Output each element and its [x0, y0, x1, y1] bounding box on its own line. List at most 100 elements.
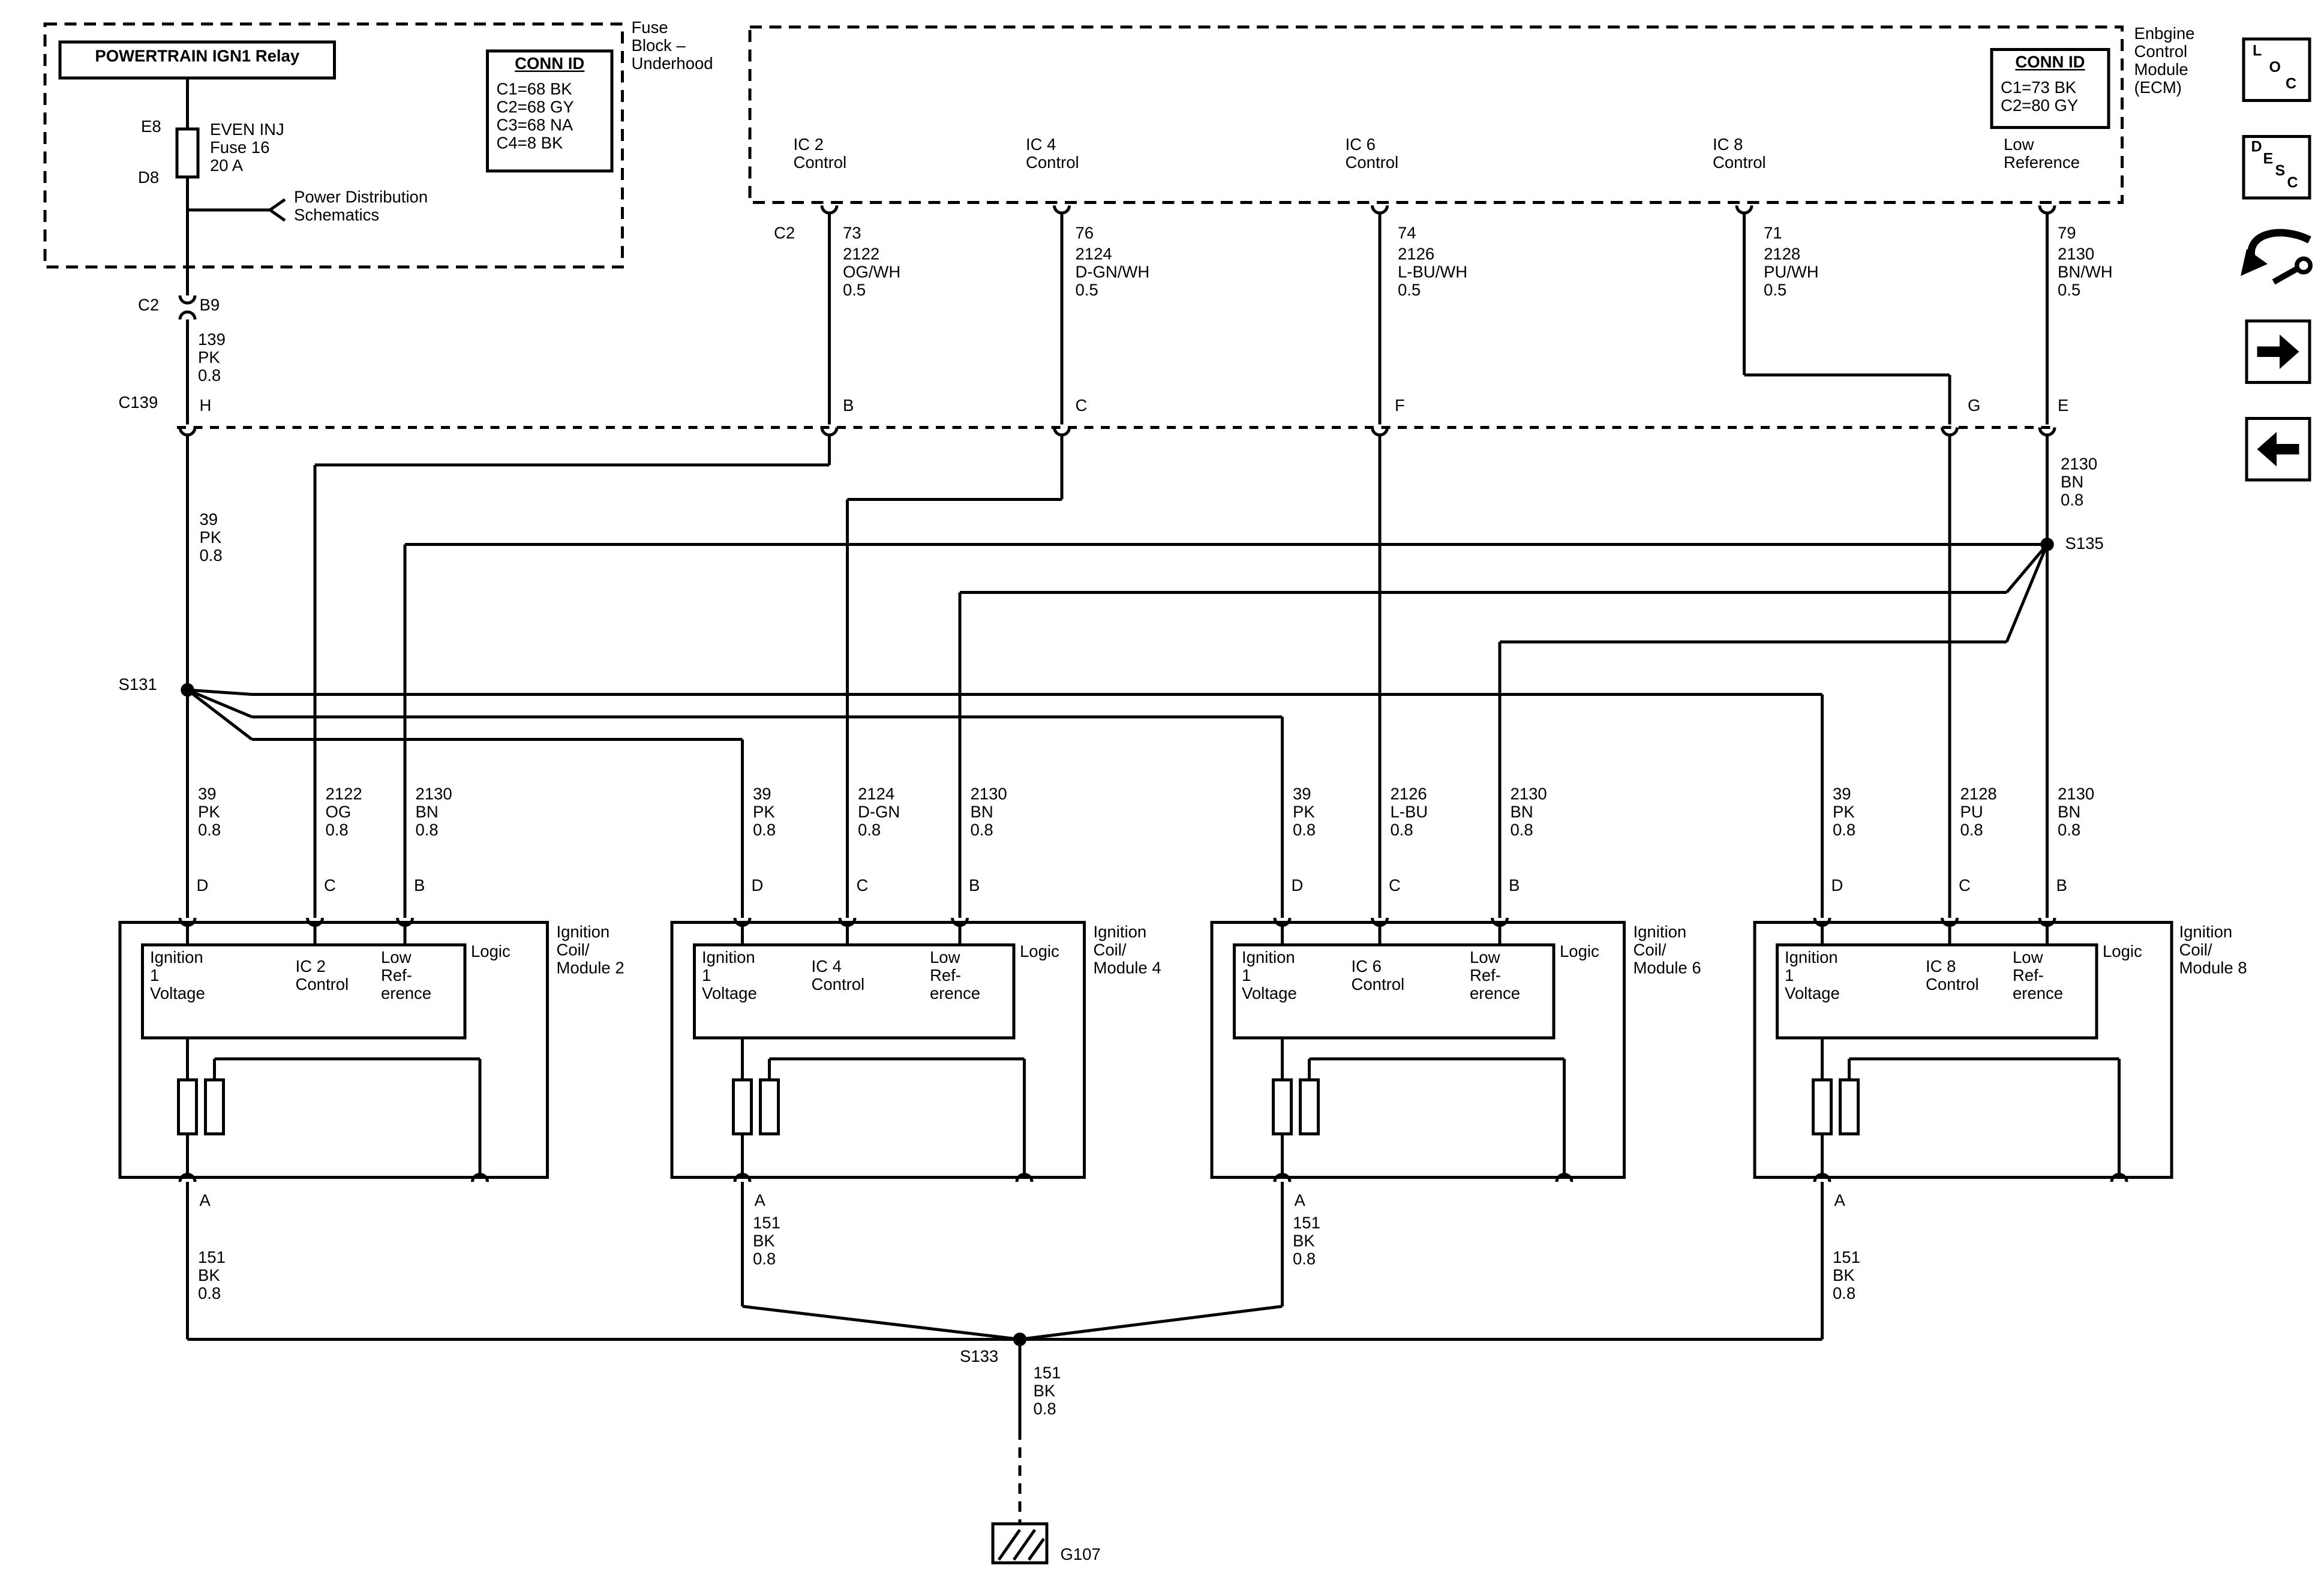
conn-id-left-box	[486, 49, 614, 173]
wire-label-2126-ecm: 2126 L-BU/WH 0.5	[1398, 246, 1468, 300]
module-top-pins	[178, 917, 2056, 945]
splice-s133-label: S133	[960, 1348, 999, 1367]
connector-c139-label: C139	[118, 394, 158, 413]
splice-s131-label: S131	[118, 676, 157, 695]
m4-title: Ignition Coil/ Module 4	[1093, 924, 1161, 978]
control-wires	[186, 435, 2049, 918]
m6-terminal-b: B	[1509, 877, 1520, 896]
m8-col-control: IC 8 Control	[1926, 958, 1979, 995]
splice-dot-s133	[1013, 1332, 1027, 1346]
m4-logic-label: Logic	[1020, 943, 1059, 962]
schematic-link-button[interactable]	[2229, 219, 2319, 294]
desc-letter-d: D	[2251, 139, 2262, 156]
loc-letter-l: L	[2253, 43, 2262, 60]
m8-col-ignition-voltage: Ignition 1 Voltage	[1785, 949, 1840, 1004]
ecm-output-ic2: IC 2 Control	[793, 136, 847, 173]
desc-letter-c: C	[2287, 175, 2298, 192]
c139-pin-e: E	[2058, 397, 2069, 416]
m4-terminal-d: D	[751, 877, 764, 896]
ecm-pin-73: 73	[843, 225, 861, 243]
m2-wire-2130: 2130 BN 0.8	[415, 786, 452, 840]
ecm-output-lowref: Low Reference	[2004, 136, 2080, 173]
c139-pin-b: B	[843, 397, 854, 416]
relay-label: POWERTRAIN IGN1 Relay	[95, 48, 300, 66]
ecm-pin-76: 76	[1075, 225, 1094, 243]
ecm-outline	[748, 25, 2124, 204]
wire-label-39-main: 39 PK 0.8	[199, 511, 223, 566]
m2-logic-label: Logic	[471, 943, 511, 962]
m2-terminal-b: B	[414, 877, 425, 896]
splice-dot-s131	[181, 683, 194, 697]
m8-terminal-c: C	[1959, 877, 1971, 896]
m4-wire-2130: 2130 BN 0.8	[970, 786, 1007, 840]
m8-terminal-a: A	[1834, 1192, 1845, 1211]
wire-label-2124-ecm: 2124 D-GN/WH 0.5	[1075, 246, 1150, 300]
m2-terminal-a: A	[199, 1192, 211, 1211]
s135-net	[403, 543, 2049, 918]
desc-letter-e: E	[2263, 151, 2274, 168]
ground-g107-label: G107	[1060, 1546, 1101, 1565]
arrow-left-icon	[2257, 432, 2299, 467]
m4-wire-151: 151 BK 0.8	[753, 1215, 780, 1269]
pin-b9-label: B9	[199, 297, 220, 315]
wire-label-2130-ecm: 2130 BN/WH 0.5	[2058, 246, 2113, 300]
desc-button[interactable]: D E S C	[2242, 135, 2311, 200]
fuse-pin-e8: E8	[141, 118, 161, 137]
m8-wire-151: 151 BK 0.8	[1833, 1249, 1860, 1304]
m4-wire-2124: 2124 D-GN 0.8	[858, 786, 900, 840]
conn-id-right-title: CONN ID	[2015, 54, 2085, 72]
ecm-pin-74: 74	[1398, 225, 1416, 243]
conn-c2-label: C2	[138, 297, 160, 315]
wire-label-151-main: 151 BK 0.8	[1033, 1365, 1061, 1419]
m6-wire-151: 151 BK 0.8	[1293, 1215, 1320, 1269]
m2-title: Ignition Coil/ Module 2	[556, 924, 624, 978]
m2-col-control: IC 2 Control	[295, 958, 349, 995]
ecm-pin-79: 79	[2058, 225, 2076, 243]
ecm-conn-c2-label: C2	[774, 225, 795, 243]
wire-label-2130-main: 2130 BN 0.8	[2061, 456, 2098, 510]
conn-id-right-box	[1990, 48, 2110, 129]
s131-net	[186, 688, 1824, 918]
loc-button[interactable]: L O C	[2242, 37, 2311, 102]
m2-wire-2122: 2122 OG 0.8	[325, 786, 362, 840]
m4-terminal-b: B	[969, 877, 980, 896]
ground-wires	[186, 1182, 1824, 1524]
splice-s135-label: S135	[2065, 535, 2104, 554]
m8-col-lowref: Low Ref- erence	[2013, 949, 2064, 1004]
m2-wire-151: 151 BK 0.8	[198, 1249, 226, 1304]
m8-wire-2128: 2128 PU 0.8	[1960, 786, 1997, 840]
ground-symbol-g107	[991, 1522, 1049, 1565]
c139-pin-g: G	[1968, 397, 1981, 416]
m2-terminal-d: D	[196, 877, 209, 896]
module-internals	[177, 1038, 2121, 1175]
fuse-label: EVEN INJ Fuse 16 20 A	[210, 121, 284, 176]
m6-wire-2126: 2126 L-BU 0.8	[1390, 786, 1428, 840]
m6-terminal-d: D	[1291, 877, 1304, 896]
inline-connector-c2-b9	[178, 295, 197, 425]
wire-label-139-pk: 139 PK 0.8	[198, 331, 226, 386]
next-page-button[interactable]	[2245, 319, 2311, 384]
m6-terminal-c: C	[1389, 877, 1401, 896]
c139-pin-c: C	[1075, 397, 1088, 416]
m4-terminal-c: C	[856, 877, 869, 896]
module-boxes	[118, 921, 2173, 1179]
ecm-drop-wires	[828, 213, 2049, 425]
ecm-pin-71: 71	[1764, 225, 1782, 243]
m4-col-control: IC 4 Control	[811, 958, 865, 995]
previous-page-button[interactable]	[2245, 417, 2311, 482]
m6-wire-39: 39 PK 0.8	[1293, 786, 1316, 840]
m8-logic-label: Logic	[2103, 943, 2142, 962]
relay-box	[58, 40, 336, 80]
wire-label-2128-ecm: 2128 PU/WH 0.5	[1764, 246, 1819, 300]
desc-letter-s: S	[2275, 163, 2286, 180]
m2-terminal-c: C	[324, 877, 336, 896]
m8-terminal-d: D	[1831, 877, 1843, 896]
m6-col-ignition-voltage: Ignition 1 Voltage	[1242, 949, 1297, 1004]
fuse-pin-d8: D8	[138, 169, 160, 188]
m4-wire-39: 39 PK 0.8	[753, 786, 776, 840]
ecm-output-ic4: IC 4 Control	[1026, 136, 1079, 173]
m6-title: Ignition Coil/ Module 6	[1633, 924, 1701, 978]
m8-terminal-b: B	[2056, 877, 2067, 896]
